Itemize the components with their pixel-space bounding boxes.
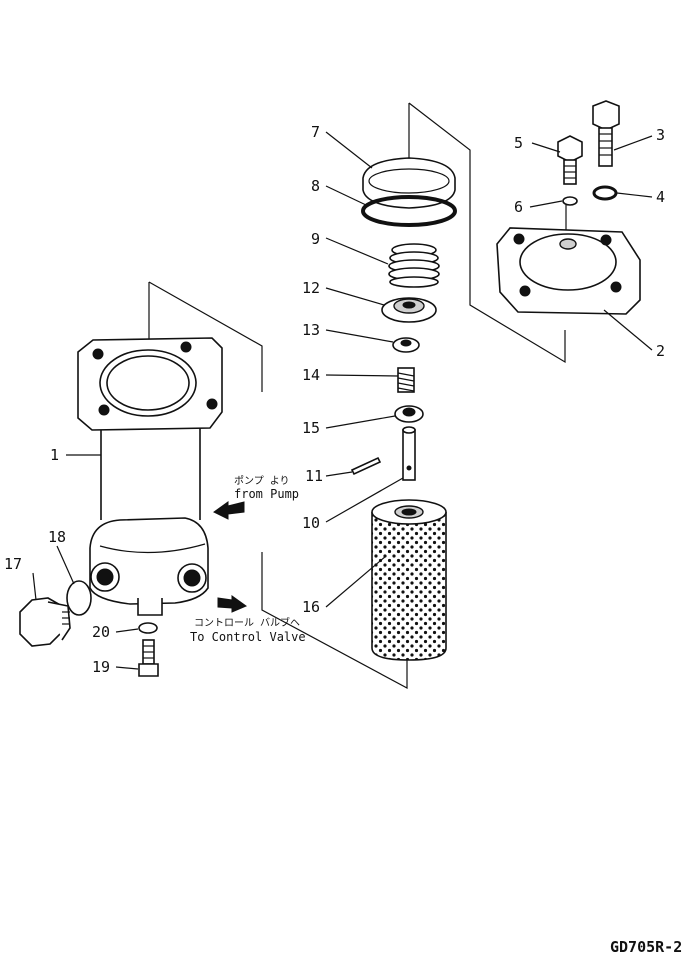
callout-9: 9	[311, 230, 320, 248]
bolt-small	[138, 639, 159, 677]
callout-20: 20	[92, 623, 110, 641]
callout-11: 11	[305, 467, 323, 485]
valve-spring	[397, 367, 415, 393]
callout-7: 7	[311, 123, 320, 141]
coil-spring	[388, 243, 440, 288]
flow-arrow-in	[213, 501, 245, 520]
from-pump-note-jp: ポンプ より	[234, 475, 290, 487]
callout-4: 4	[656, 188, 665, 206]
to-valve-note-jp: コントロール バルブヘ	[194, 616, 300, 629]
cover-ring	[362, 157, 456, 209]
center-shaft	[402, 426, 416, 481]
drawing-code: GD705R-2	[610, 938, 682, 956]
washer-small	[138, 622, 158, 634]
callout-18: 18	[48, 528, 66, 546]
callout-6: 6	[514, 198, 523, 216]
callout-2: 2	[656, 342, 665, 360]
cover-bolt-short	[557, 135, 583, 185]
assembly-guide-lines	[148, 102, 567, 690]
flow-notes: ポンプ より from Pump コントロール バルブヘ To Control …	[190, 475, 306, 644]
spring-seat	[381, 297, 437, 323]
callout-14: 14	[302, 366, 320, 384]
flow-arrow-out	[217, 595, 248, 613]
callout-8: 8	[311, 177, 320, 195]
callout-12: 12	[302, 279, 320, 297]
callout-19: 19	[92, 658, 110, 676]
callout-10: 10	[302, 514, 320, 532]
callout-labels: 7 8 9 12 13 14 15 11 10 16 5 3 4 6 2 1 1…	[4, 123, 665, 676]
valve-seat	[394, 405, 424, 423]
large-o-ring	[361, 195, 457, 227]
o-ring	[66, 580, 92, 616]
lock-pin	[350, 456, 382, 476]
callout-13: 13	[302, 321, 320, 339]
callout-3: 3	[656, 126, 665, 144]
filter-case-body	[77, 337, 223, 616]
to-valve-note-en: To Control Valve	[190, 630, 306, 644]
cover-bolt-long	[592, 100, 620, 167]
seal-washer	[562, 196, 578, 206]
callout-17: 17	[4, 555, 22, 573]
callout-15: 15	[302, 419, 320, 437]
callout-1: 1	[50, 446, 59, 464]
callout-5: 5	[514, 134, 523, 152]
filter-cover	[496, 227, 641, 315]
lock-washer	[592, 185, 618, 201]
filter-element	[371, 499, 447, 661]
callout-16: 16	[302, 598, 320, 616]
drain-plug	[19, 597, 71, 647]
relief-valve	[392, 337, 420, 353]
leader-lines	[32, 131, 653, 670]
from-pump-note-en: from Pump	[234, 487, 299, 501]
